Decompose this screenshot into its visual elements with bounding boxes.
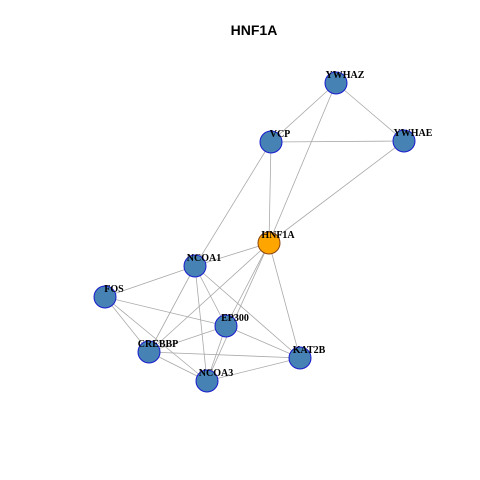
node-ncoa3[interactable]: [195, 369, 219, 393]
node-ncoa1[interactable]: [183, 254, 207, 278]
edge-fos-crebbp: [104, 296, 150, 353]
edge-ncoa1-crebbp: [148, 265, 196, 353]
edge-ncoa1-ncoa3: [194, 265, 208, 382]
edge-ywhae-hnf1a: [268, 140, 405, 244]
node-fos[interactable]: [93, 285, 117, 309]
node-label-crebbp: CREBBP: [138, 339, 179, 350]
node-label-hnf1a: HNF1A: [261, 230, 295, 241]
node-label-ncoa1: NCOA1: [187, 253, 221, 264]
node-vcp[interactable]: [259, 130, 283, 154]
node-label-fos: FOS: [104, 284, 124, 295]
edge-ncoa1-kat2b: [194, 265, 301, 359]
diagram-title: HNF1A: [231, 22, 278, 38]
edge-hnf1a-ep300: [225, 242, 270, 327]
edge-crebbp-kat2b: [148, 351, 301, 359]
node-hnf1a[interactable]: [257, 231, 281, 255]
edge-hnf1a-crebbp: [148, 242, 270, 353]
edge-ywhaz-hnf1a: [268, 82, 337, 244]
edge-hnf1a-kat2b: [268, 242, 301, 359]
node-label-ep300: EP300: [221, 313, 249, 324]
node-label-ncoa3: NCOA3: [199, 368, 233, 379]
edge-ep300-crebbp: [148, 325, 227, 353]
node-layer: [93, 71, 416, 393]
node-kat2b[interactable]: [288, 346, 312, 370]
node-crebbp[interactable]: [137, 340, 161, 364]
edge-vcp-ncoa1: [194, 141, 272, 267]
edge-fos-ep300: [104, 296, 227, 327]
edge-ncoa1-fos: [104, 265, 196, 298]
node-label-ywhae: YWHAE: [394, 128, 433, 139]
edge-vcp-ywhae: [270, 140, 405, 143]
edge-hnf1a-ncoa1: [194, 242, 270, 267]
edge-ywhaz-vcp: [270, 82, 337, 143]
edge-ywhaz-ywhae: [335, 82, 405, 142]
node-ywhae[interactable]: [392, 129, 416, 153]
node-label-vcp: VCP: [270, 129, 291, 140]
node-label-kat2b: KAT2B: [293, 345, 326, 356]
node-label-ywhaz: YWHAZ: [326, 70, 365, 81]
edge-hnf1a-ncoa3: [206, 242, 270, 382]
edge-vcp-hnf1a: [268, 141, 272, 244]
edge-layer: [104, 82, 405, 382]
node-ywhaz[interactable]: [324, 71, 348, 95]
edge-kat2b-ncoa3: [206, 357, 301, 382]
node-ep300[interactable]: [214, 314, 238, 338]
edge-ep300-kat2b: [225, 325, 301, 359]
edge-fos-ncoa3: [104, 296, 208, 382]
